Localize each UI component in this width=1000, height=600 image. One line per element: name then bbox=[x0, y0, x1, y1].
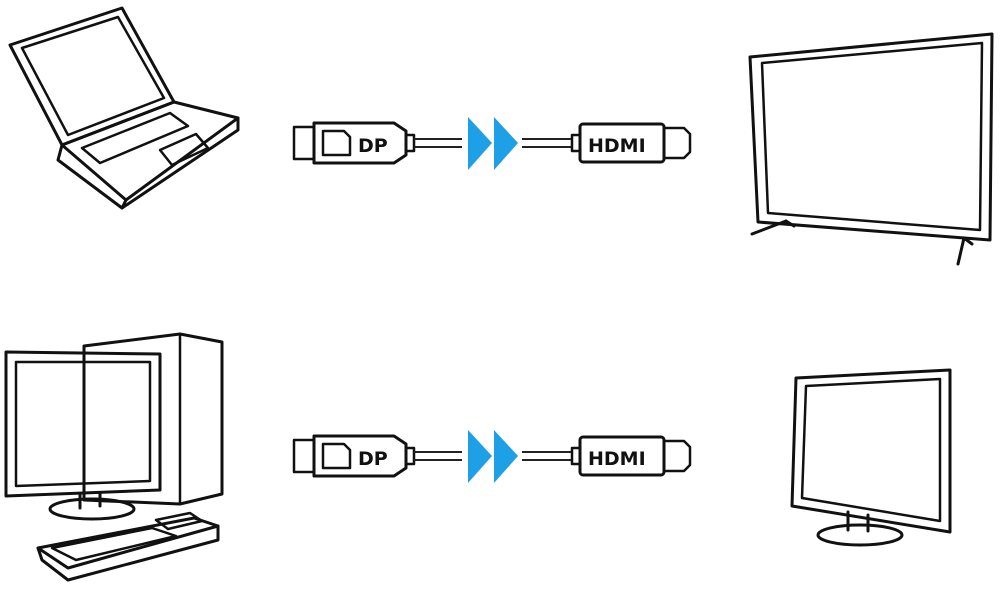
hdmi-connector-1: HDMI bbox=[570, 122, 692, 164]
dp-plug-tip bbox=[292, 438, 316, 474]
hdmi-plug-tip bbox=[662, 126, 692, 160]
laptop-icon bbox=[8, 6, 240, 210]
hdmi-label: HDMI bbox=[588, 135, 646, 157]
dp-connector-2: DP bbox=[312, 434, 416, 478]
dp-plug-tip bbox=[292, 125, 316, 161]
hdmi-label: HDMI bbox=[588, 448, 646, 470]
double-arrow-icon bbox=[468, 117, 518, 170]
hdmi-plug-tip bbox=[662, 439, 692, 473]
dp-label: DP bbox=[358, 448, 388, 470]
desktop-computer-icon bbox=[4, 332, 224, 582]
monitor-icon bbox=[790, 368, 952, 547]
dp-to-hdmi-cable-1: DP HDMI bbox=[292, 117, 692, 170]
tv-icon bbox=[748, 32, 994, 266]
dp-connector-1: DP bbox=[312, 121, 416, 165]
dp-to-hdmi-cable-2: DP HDMI bbox=[292, 430, 692, 483]
hdmi-connector-2: HDMI bbox=[570, 435, 692, 477]
double-arrow-icon bbox=[468, 430, 518, 483]
dp-label: DP bbox=[358, 135, 388, 157]
